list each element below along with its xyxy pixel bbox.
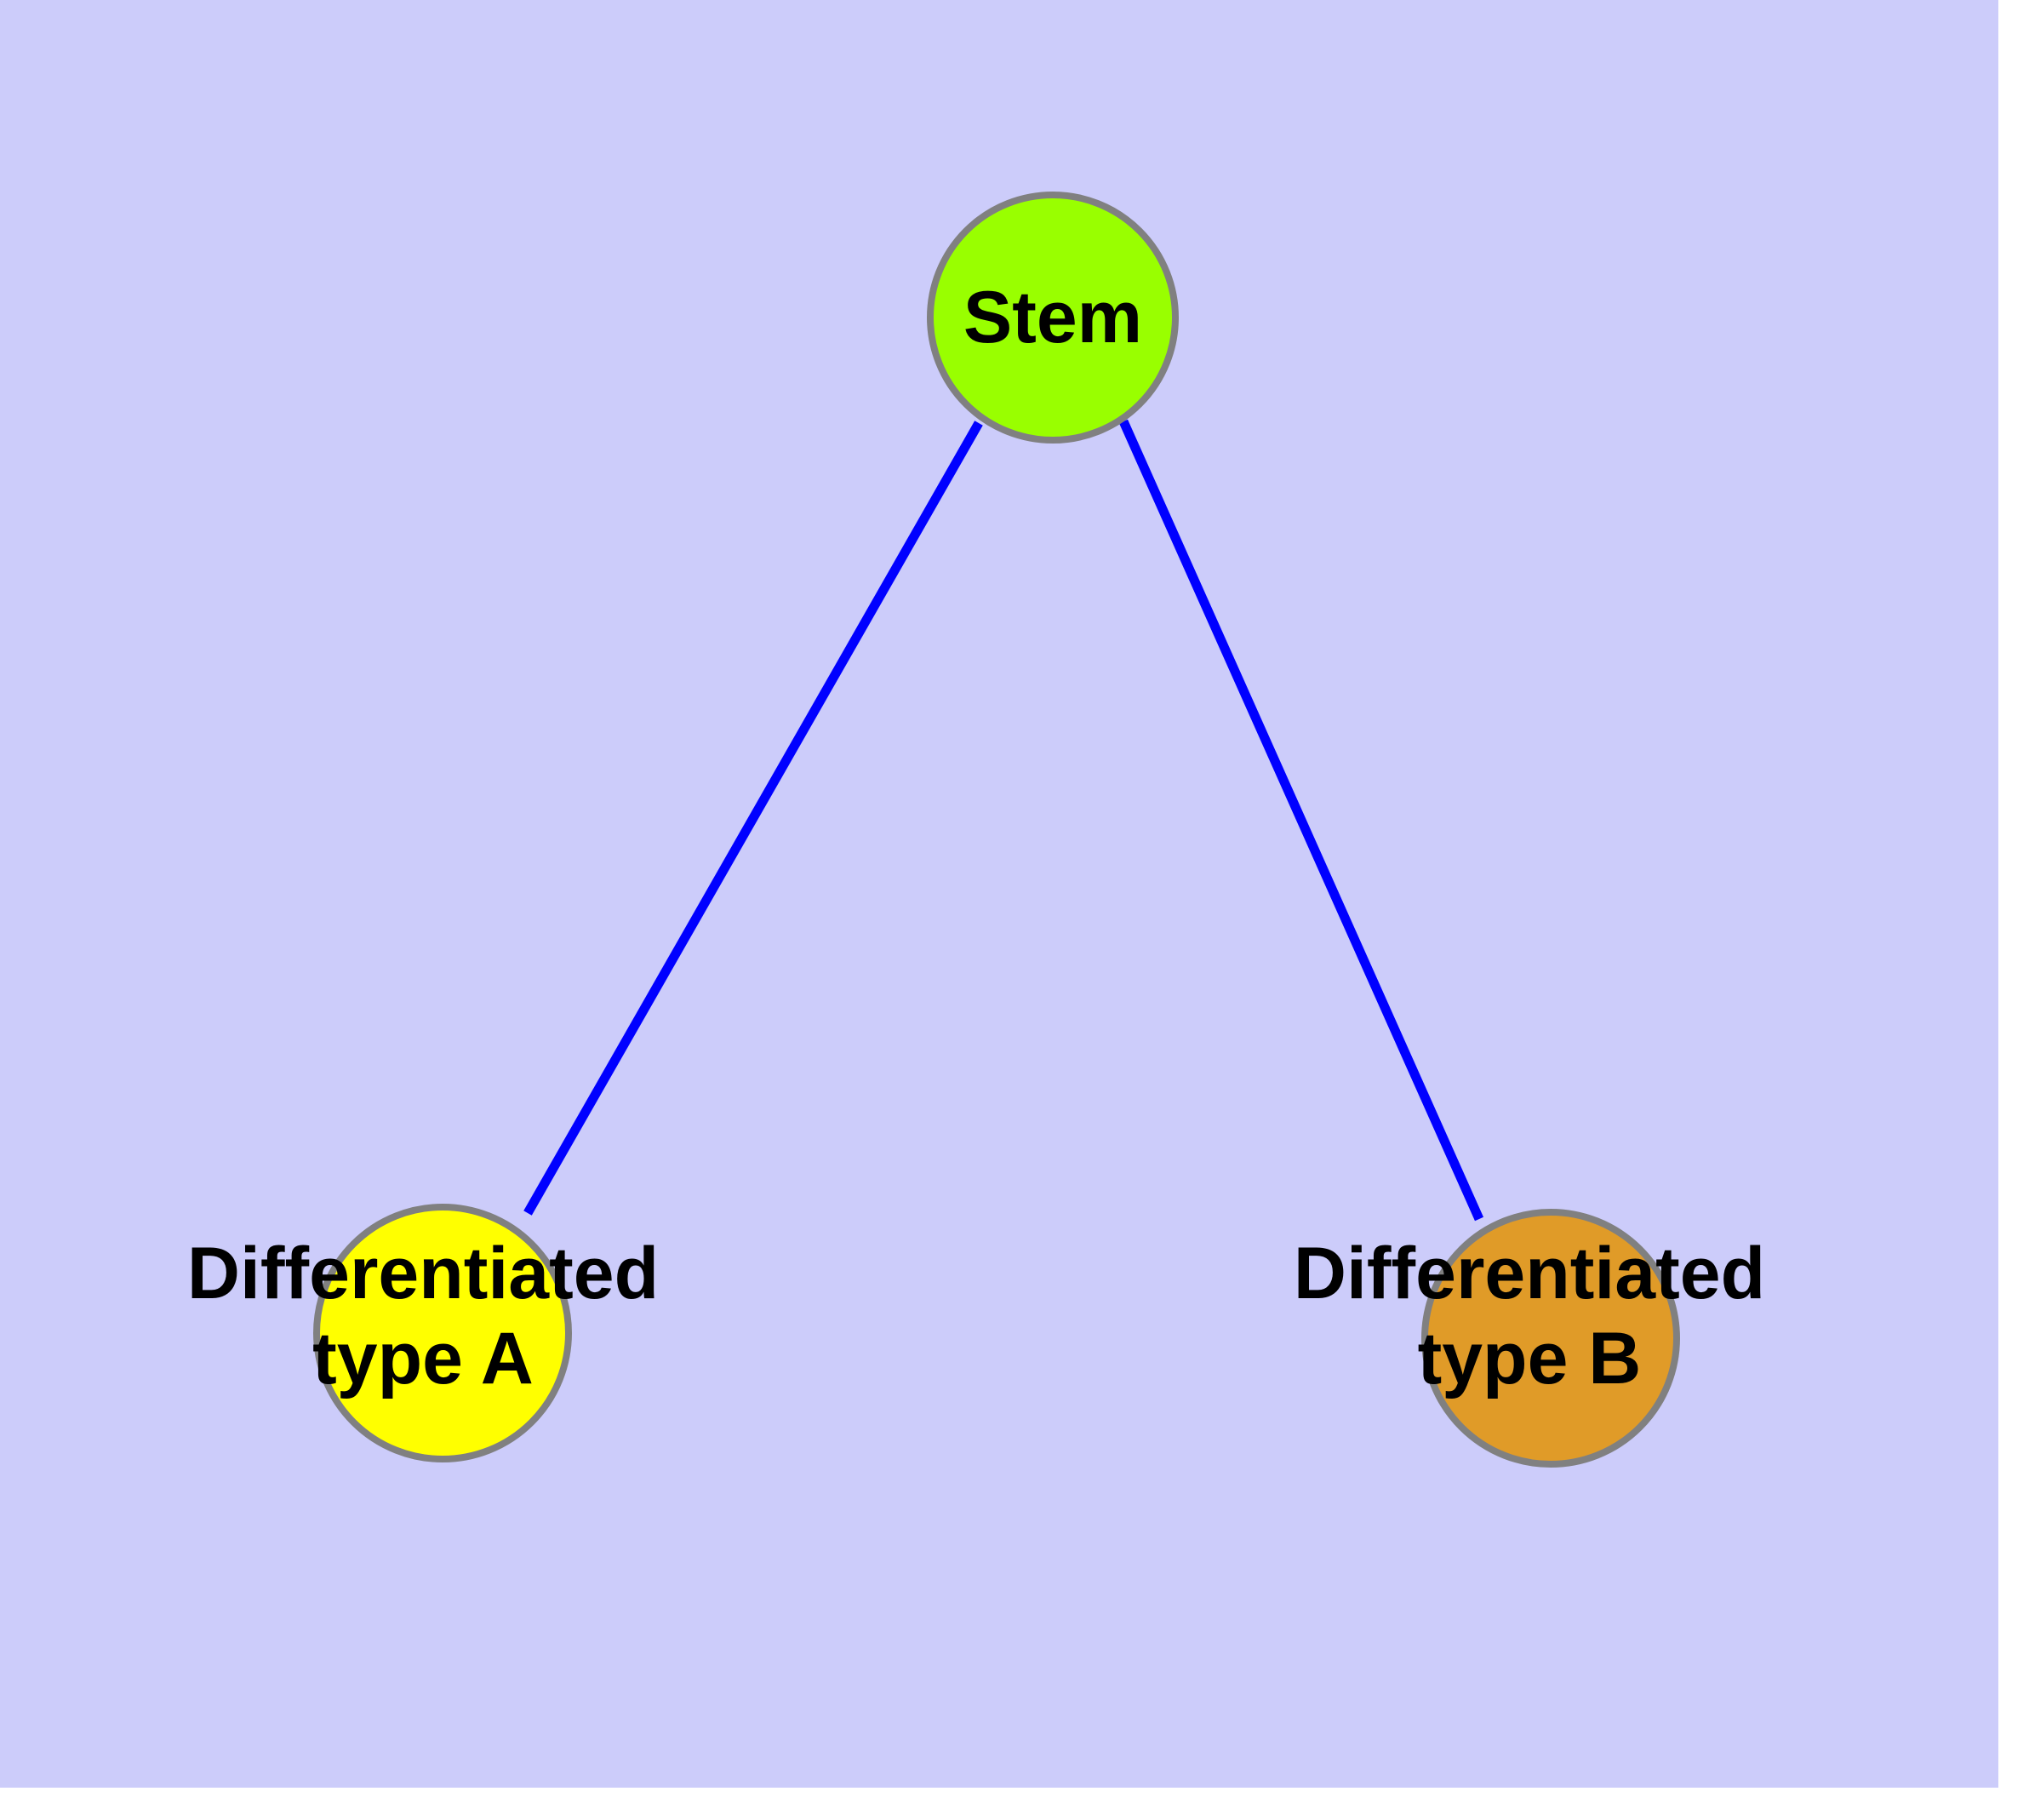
node-differentiated-type-a[interactable]	[313, 1204, 572, 1462]
node-stem[interactable]	[927, 192, 1179, 444]
edge-stem-to-differentiated-type-a[interactable]	[523, 421, 983, 1216]
node-circle-differentiated-type-a[interactable]	[313, 1204, 572, 1462]
node-circle-differentiated-type-b[interactable]	[1421, 1209, 1680, 1468]
node-label-stem: Stem	[963, 277, 1142, 358]
edges-layer	[523, 419, 1484, 1222]
node-circle-stem[interactable]	[927, 192, 1179, 444]
node-label-differentiated-type-b-line1: Differentiated	[1294, 1233, 1765, 1314]
nodes-layer	[313, 192, 1680, 1468]
node-label-differentiated-type-a-line1: Differentiated	[187, 1233, 659, 1314]
node-label-differentiated-type-a-line2: type A	[312, 1318, 534, 1399]
node-label-differentiated-type-b-line2: type B	[1418, 1318, 1642, 1399]
edge-stem-to-differentiated-type-b[interactable]	[1118, 419, 1484, 1222]
labels-layer: Stem Differentiated type A Differentiate…	[187, 277, 1765, 1399]
node-differentiated-type-b[interactable]	[1421, 1209, 1680, 1468]
